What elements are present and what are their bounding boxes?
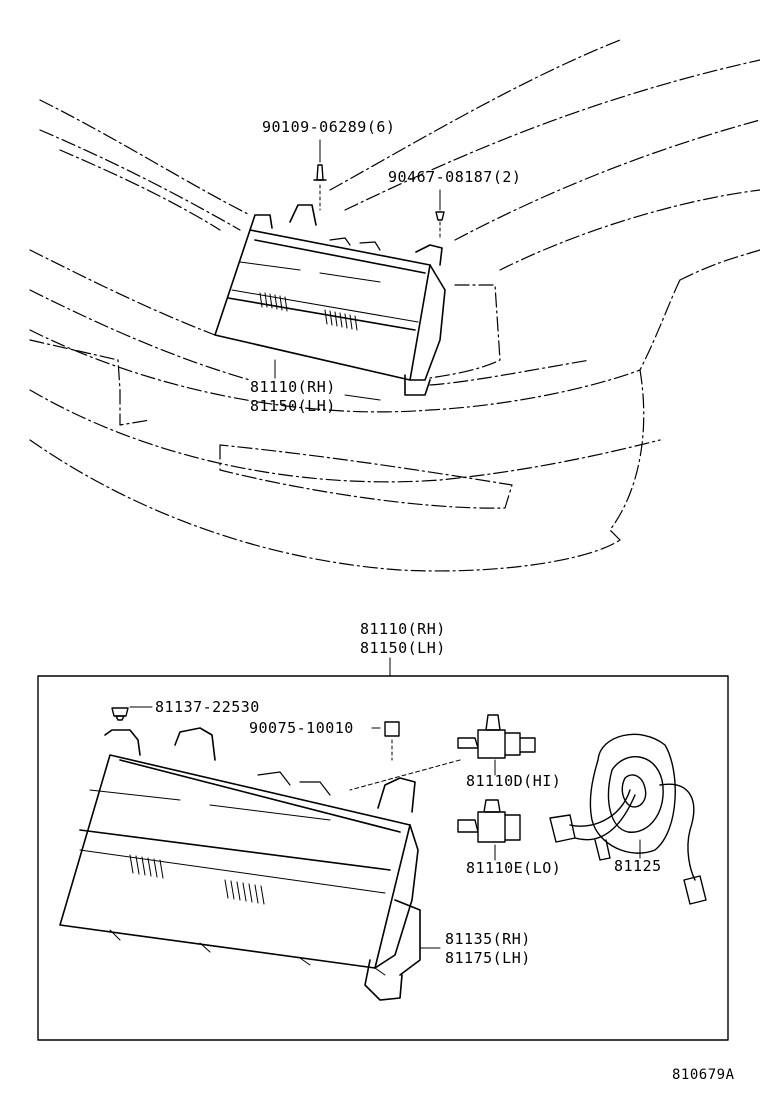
label-socket: 81125 (614, 857, 662, 875)
exploded-view-frame (37, 675, 729, 1041)
headlamp-exploded (59, 727, 421, 1001)
label-housing-rh: 81135(RH) (445, 930, 531, 948)
label-housing-lh: 81175(LH) (445, 949, 531, 967)
socket-assembly (549, 733, 707, 905)
car-body-outline (29, 39, 760, 572)
box-fasteners (111, 706, 461, 791)
headlamp-installed (214, 204, 446, 396)
label-nut-box: 90075-10010 (249, 719, 354, 737)
top-fasteners (313, 139, 445, 241)
bulb-hi (457, 714, 536, 776)
label-unit-box-lh: 81150(LH) (360, 639, 446, 657)
label-unit-top-rh: 81110(RH) (250, 378, 336, 396)
bulb-lo (457, 799, 521, 861)
label-unit-top-lh: 81150(LH) (250, 397, 336, 415)
figure-reference: 810679A (672, 1067, 735, 1083)
label-bulb-lo: 81110E(LO) (466, 859, 562, 877)
top-leaders (274, 359, 381, 401)
label-bolt-top: 90109-06289(6) (262, 118, 396, 136)
label-unit-box-rh: 81110(RH) (360, 620, 446, 638)
label-clip-top: 90467-08187(2) (388, 168, 522, 186)
label-bulb-hi: 81110D(HI) (466, 772, 562, 790)
label-screw-box: 81137-22530 (155, 698, 260, 716)
